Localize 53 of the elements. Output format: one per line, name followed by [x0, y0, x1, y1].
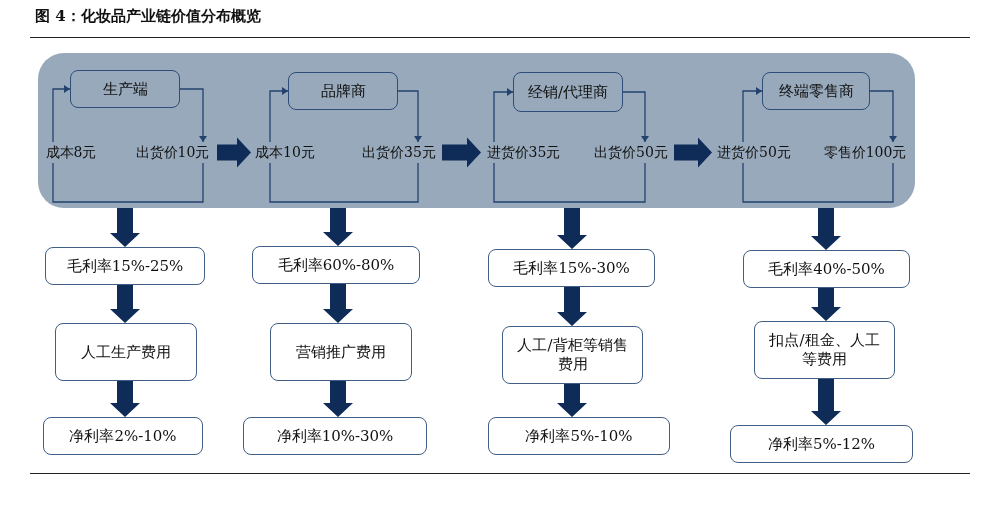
stage-box: 经销/代理商 [513, 72, 623, 112]
block-arrow [110, 208, 140, 247]
block-arrow [110, 285, 140, 323]
gross-margin-box: 毛利率60%-80% [252, 246, 420, 284]
net-margin-box: 净利率5%-10% [488, 417, 670, 455]
stage-box: 生产端 [70, 70, 180, 108]
elbow-arrow [179, 88, 207, 143]
elbow-arrow [742, 87, 763, 143]
elbow-arrow [869, 90, 897, 143]
bracket-line [52, 162, 204, 203]
net-margin-box: 净利率5%-12% [730, 425, 913, 463]
expense-box: 营销推广费用 [270, 323, 412, 381]
net-margin-box: 净利率2%-10% [43, 417, 203, 455]
block-arrow [557, 287, 587, 326]
price-text: 出货价10元 [130, 142, 215, 163]
block-arrow [811, 379, 841, 425]
elbow-arrow [622, 91, 649, 143]
block-arrow [557, 384, 587, 417]
stage-box: 品牌商 [288, 72, 398, 110]
block-arrow [442, 137, 481, 168]
stage-box: 终端零售商 [762, 72, 870, 110]
block-arrow [217, 137, 251, 168]
title: 图 4：化妆品产业链价值分布概览 [35, 7, 261, 26]
gross-margin-box: 毛利率15%-25% [45, 247, 205, 285]
gross-margin-box: 毛利率15%-30% [488, 249, 655, 287]
elbow-arrow [269, 87, 289, 143]
block-arrow [674, 137, 712, 168]
price-text: 零售价100元 [818, 142, 912, 163]
elbow-arrow [397, 90, 422, 143]
block-arrow [323, 381, 353, 417]
bracket-line [493, 162, 646, 203]
cost-text: 成本8元 [42, 142, 100, 163]
gross-margin-box: 毛利率40%-50% [743, 250, 910, 288]
net-margin-box: 净利率10%-30% [243, 417, 427, 455]
bracket-line [742, 162, 894, 203]
cost-text: 成本10元 [252, 142, 318, 163]
block-arrow [323, 208, 353, 246]
bracket-line [269, 162, 419, 203]
block-arrow [811, 208, 841, 250]
expense-box: 人工/背柜等销售费用 [502, 326, 643, 384]
block-arrow [557, 208, 587, 249]
price-text: 出货价50元 [590, 142, 672, 163]
block-arrow [110, 381, 140, 417]
block-arrow [811, 288, 841, 321]
block-arrow [323, 284, 353, 323]
expense-box: 扣点/租金、人工等费用 [754, 321, 895, 379]
cost-text: 进货价50元 [713, 142, 795, 163]
cost-text: 进货价35元 [482, 142, 565, 163]
elbow-arrow [493, 88, 514, 143]
panel [38, 53, 915, 208]
elbow-arrow [52, 85, 71, 143]
price-text: 出货价35元 [358, 142, 440, 163]
expense-box: 人工生产费用 [55, 323, 197, 381]
